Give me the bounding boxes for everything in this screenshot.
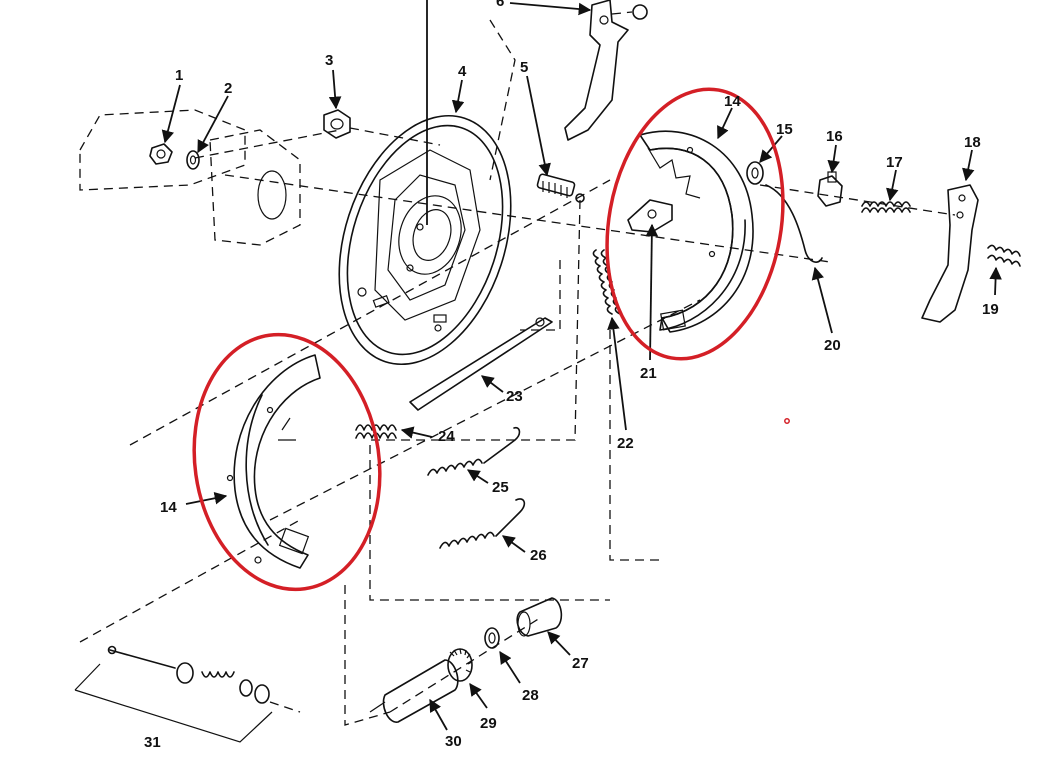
knuckle-bore — [257, 170, 287, 220]
highlight-ellipse-right-shoe — [605, 87, 785, 361]
adjuster-screw-5 — [536, 173, 585, 203]
axis-line-main — [224, 174, 831, 263]
spring-26 — [439, 498, 526, 549]
callout-30: 30 — [445, 733, 462, 750]
cylinder-cap-27 — [516, 597, 563, 637]
callout-19: 19 — [982, 301, 999, 318]
callout-20: 20 — [824, 337, 841, 354]
assembly-lines — [79, 19, 956, 726]
axis-line-left — [194, 129, 341, 159]
guide-line-pin-end — [269, 701, 301, 713]
callout-6: 6 — [496, 0, 504, 10]
callout-22: 22 — [617, 435, 634, 452]
callout-29: 29 — [480, 715, 497, 732]
callout-labels: 1 2 3 4 5 6 14 14 15 16 17 18 19 20 21 2… — [144, 0, 999, 751]
washer-28 — [484, 627, 500, 649]
brake-shoe-right-14 — [639, 130, 754, 333]
callout-15: 15 — [776, 121, 793, 138]
callout-28: 28 — [522, 687, 539, 704]
guide-line-spring — [609, 330, 660, 561]
callout-26: 26 — [530, 547, 547, 564]
guide-line-lower — [269, 299, 701, 521]
pin-plate-21 — [627, 199, 673, 233]
callout-14-left: 14 — [160, 499, 177, 516]
washer-2 — [186, 150, 200, 170]
highlight-dot — [784, 418, 790, 424]
callout-16: 16 — [826, 128, 843, 145]
backing-plate-4 — [338, 0, 512, 366]
spring-17 — [861, 201, 911, 213]
highlight-ellipse-left-shoe — [192, 332, 382, 592]
axis-line-right — [759, 184, 956, 216]
nut-1 — [149, 143, 173, 165]
clip-16 — [817, 171, 843, 207]
callout-14-right: 14 — [724, 93, 741, 110]
callout-2: 2 — [224, 80, 232, 97]
guide-line-bottom — [344, 585, 391, 726]
leader-arrows — [161, 2, 1002, 731]
callout-18: 18 — [964, 134, 981, 151]
spring-25 — [427, 426, 521, 476]
callout-5: 5 — [520, 59, 528, 76]
callout-31: 31 — [144, 734, 161, 751]
callout-21: 21 — [640, 365, 657, 382]
callout-27: 27 — [572, 655, 589, 672]
guide-line-shoe — [129, 179, 611, 446]
lever-18 — [921, 184, 979, 323]
callout-3: 3 — [325, 52, 333, 69]
lever-6 — [564, 0, 648, 141]
callout-4: 4 — [458, 63, 467, 80]
pin-assembly-31 — [74, 645, 273, 743]
guide-line-box — [369, 199, 610, 601]
callout-24: 24 — [438, 428, 455, 445]
guide-line-adjuster — [520, 260, 561, 331]
callout-1: 1 — [175, 67, 183, 84]
knuckle-flange — [209, 129, 301, 246]
spring-19 — [987, 244, 1021, 267]
brake-shoe-left-14 — [226, 354, 321, 569]
callout-17: 17 — [886, 154, 903, 171]
wire-spring-20 — [765, 184, 823, 263]
callout-23: 23 — [506, 388, 523, 405]
guide-line-cylinder — [389, 617, 541, 713]
adjuster-link-23 — [409, 317, 553, 411]
callout-25: 25 — [492, 479, 509, 496]
guide-line-pin — [79, 519, 301, 643]
nut-3 — [323, 109, 351, 139]
washer-15 — [746, 161, 764, 185]
axis-line-nut — [349, 127, 441, 146]
knuckle-outline — [79, 109, 301, 246]
cylinder-body-30 — [369, 659, 459, 723]
guide-line-lever — [489, 19, 516, 181]
star-wheel-29 — [447, 648, 473, 682]
